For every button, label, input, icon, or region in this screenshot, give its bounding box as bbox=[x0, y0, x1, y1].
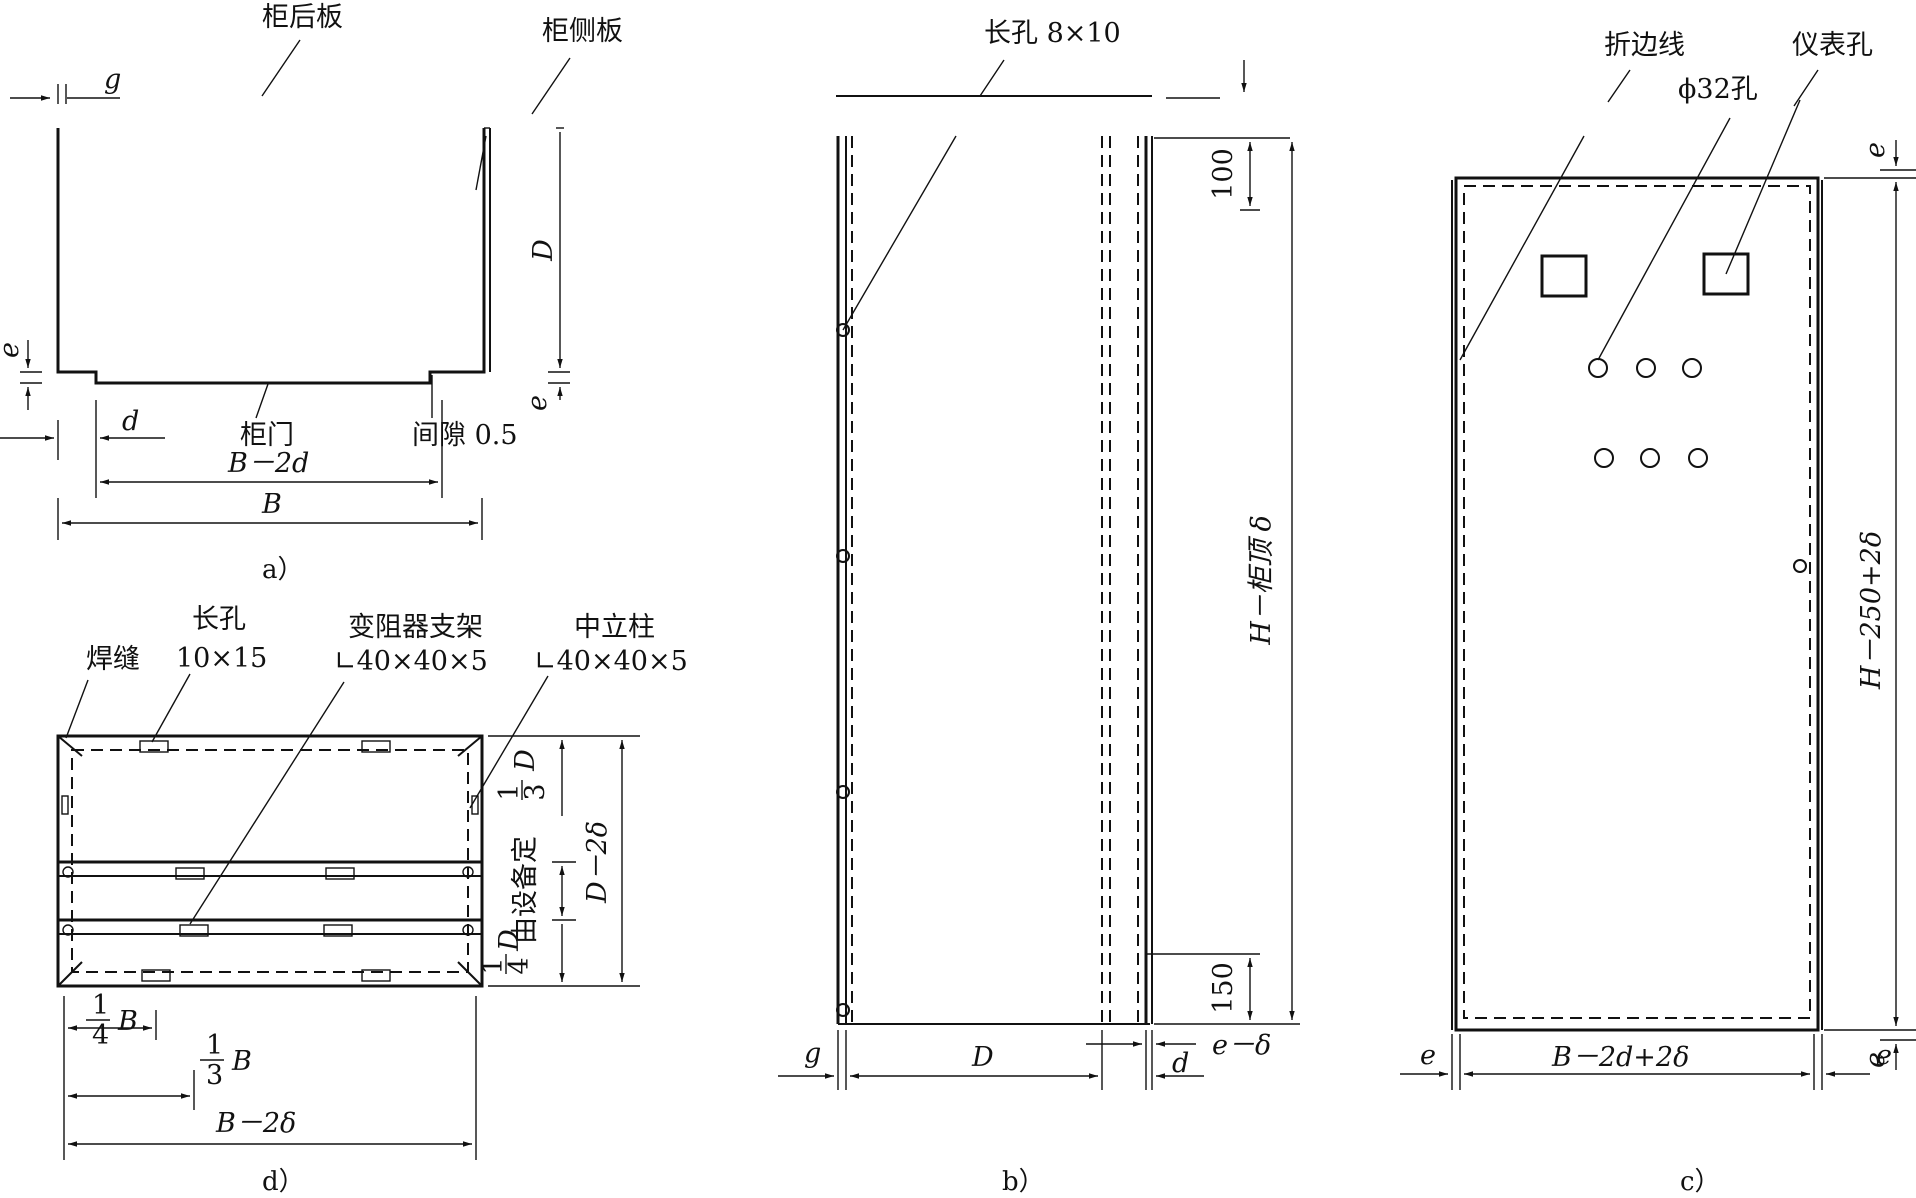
frac-b-1a: 1 bbox=[92, 990, 109, 1021]
label-meter-hole: 仪表孔 bbox=[1792, 30, 1873, 61]
label-slot-b: 长孔 8×10 bbox=[984, 18, 1121, 49]
view-d: 长孔 10×15 焊缝 变阻器支架 ∟40×40×5 中立柱 ∟40×40×5 bbox=[56, 604, 688, 1197]
dim-b-150: 150 bbox=[1208, 962, 1239, 1014]
dim-d-D-b: D bbox=[494, 929, 525, 952]
dim-d-B-a: B bbox=[117, 1006, 138, 1037]
label-slot-d: 长孔 bbox=[192, 604, 246, 635]
caption-a: a） bbox=[262, 555, 304, 585]
label-hole32: ϕ32孔 bbox=[1678, 74, 1758, 105]
frame-slot-holes bbox=[61, 740, 479, 982]
meter-hole-right bbox=[1702, 252, 1750, 296]
dim-b-e-minus-delta: e－δ bbox=[1212, 1030, 1271, 1061]
dim-c-width: B－2d+2δ bbox=[1551, 1042, 1689, 1073]
frac-b-3: 3 bbox=[206, 1060, 223, 1091]
dim-c-e-left: e bbox=[1420, 1040, 1436, 1071]
hole-32-group bbox=[1588, 358, 1807, 573]
frac-d-1a: 1 bbox=[494, 783, 525, 800]
label-weld: 焊缝 bbox=[86, 644, 140, 675]
dim-a-g: g bbox=[104, 64, 121, 95]
meter-hole-left bbox=[1540, 254, 1588, 298]
label-slot-size-d: 10×15 bbox=[176, 643, 267, 674]
dim-b-g: g bbox=[804, 1038, 821, 1069]
dim-d-B-minus-2delta: B－2δ bbox=[215, 1108, 296, 1139]
label-mid-post: 中立柱 bbox=[574, 612, 655, 643]
frac-d-1b: 1 bbox=[478, 957, 509, 974]
dim-c-e-bottom: e bbox=[1860, 1052, 1891, 1068]
dim-c-e-top: e bbox=[1860, 142, 1891, 158]
view-c: 折边线 仪表孔 ϕ32孔 e H－250+2δ bbox=[1400, 30, 1916, 1197]
label-side-panel: 柜侧板 bbox=[542, 16, 623, 47]
frac-d-4: 4 bbox=[504, 957, 535, 974]
dim-b-d: d bbox=[1172, 1048, 1189, 1079]
label-door: 柜门 bbox=[240, 420, 294, 451]
dim-a-e-left: e bbox=[0, 342, 25, 358]
label-fold-line: 折边线 bbox=[1604, 30, 1685, 61]
dim-d-D-minus-2delta: D－2δ bbox=[582, 821, 613, 904]
label-rheostat-size: ∟40×40×5 bbox=[334, 646, 488, 677]
label-rheostat: 变阻器支架 bbox=[348, 612, 483, 643]
caption-c: c） bbox=[1680, 1167, 1721, 1197]
frac-b-4: 4 bbox=[92, 1020, 109, 1051]
dim-d-D-a: D bbox=[510, 749, 541, 772]
view-b: 长孔 8×10 100 H－柜顶 δ 150 bbox=[778, 18, 1300, 1197]
caption-b: b） bbox=[1002, 1167, 1045, 1197]
dim-c-height: H－250+2δ bbox=[1856, 531, 1887, 690]
label-gap: 间隙 0.5 bbox=[412, 420, 518, 451]
dim-a-e-right: e bbox=[522, 395, 553, 411]
label-back-panel: 柜后板 bbox=[262, 2, 343, 33]
side-slot-holes bbox=[836, 323, 850, 1017]
frac-b-1b: 1 bbox=[206, 1030, 223, 1061]
dim-b-height: H－柜顶 δ bbox=[1246, 515, 1277, 645]
dim-a-d: d bbox=[122, 406, 139, 437]
label-mid-post-size: ∟40×40×5 bbox=[534, 646, 688, 677]
dim-a-B: B bbox=[261, 489, 282, 520]
dim-b-100: 100 bbox=[1208, 148, 1239, 200]
dim-a-D: D bbox=[528, 239, 559, 262]
label-by-equipment: 由设备定 bbox=[510, 836, 541, 944]
frac-d-3: 3 bbox=[520, 783, 551, 800]
dim-d-B-b: B bbox=[231, 1046, 252, 1077]
dim-c-e-right: e bbox=[1876, 1040, 1892, 1071]
dim-b-D: D bbox=[971, 1042, 994, 1073]
view-a: 柜后板 柜侧板 g D e e 柜门 间隙 0.5 bbox=[0, 2, 623, 585]
caption-d: d） bbox=[262, 1167, 305, 1197]
dim-a-B-minus-2d: B－2d bbox=[227, 448, 309, 479]
